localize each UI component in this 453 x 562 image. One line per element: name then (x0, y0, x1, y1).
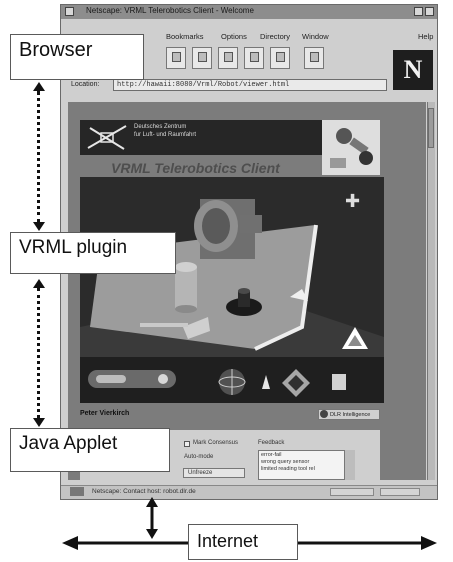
robot-illustration (322, 120, 380, 175)
reload-icon (198, 52, 207, 62)
toolbar-print-button[interactable] (244, 47, 264, 69)
menu-bookmarks[interactable]: Bookmarks (166, 32, 204, 41)
window-title: Netscape: VRML Telerobotics Client - Wel… (86, 6, 254, 15)
plugin-arrow-up (33, 279, 45, 288)
robot-arm-image (322, 120, 380, 175)
print-icon (250, 52, 259, 62)
vrml-scene[interactable]: ✚ (80, 177, 384, 403)
checkbox-label: Mark Consensus (193, 440, 239, 446)
status-indicator (380, 488, 420, 496)
netscape-logo: N (393, 50, 433, 90)
images-icon (224, 52, 233, 62)
scrollbar-thumb[interactable] (428, 108, 434, 148)
internet-label: Internet (188, 524, 298, 560)
status-progress (330, 488, 374, 496)
svg-text:✚: ✚ (345, 191, 360, 212)
window-menu-button[interactable] (65, 7, 74, 16)
author-name: Peter Vierkirch (80, 410, 130, 417)
menu-options[interactable]: Options (221, 32, 247, 41)
banner-line-2: fur Luft- und Raumfahrt (134, 132, 197, 138)
toolbar-stop-button[interactable] (304, 47, 324, 69)
feedback-line: limited reading tool rel (261, 466, 315, 472)
banner-line-1: Deutsches Zentrum (134, 124, 187, 130)
find-icon (276, 52, 285, 62)
vrml-viewport[interactable]: ✚ (80, 177, 384, 403)
vertical-scrollbar[interactable] (427, 102, 435, 480)
browser-arrow-up (33, 82, 45, 91)
maximize-button[interactable] (425, 7, 434, 16)
auto-mode-label: Auto-mode (184, 454, 214, 460)
dlr-badge: DLR Intelligence (318, 409, 380, 420)
feedback-line: wrong query sensor (261, 459, 310, 465)
browser-connector (37, 91, 40, 223)
stop-icon (310, 52, 319, 62)
status-text: Netscape: Contact host: robot.dlr.de (92, 488, 196, 495)
menu-window[interactable]: Window (302, 32, 329, 41)
location-input[interactable]: http://hawaii:8080/Vrml/Robot/viewer.htm… (113, 79, 387, 91)
banner-text: Deutsches Zentrum fur Luft- und Raumfahr… (134, 123, 196, 139)
java-applet-label: Java Applet (10, 428, 170, 472)
toolbar-home-button[interactable] (166, 47, 186, 69)
mark-consensus-checkbox[interactable] (184, 441, 190, 447)
internet-arrows (62, 497, 437, 550)
toolbar-images-button[interactable] (218, 47, 238, 69)
location-label: Location: (71, 81, 100, 88)
minimize-button[interactable] (414, 7, 423, 16)
browser-label: Browser (10, 34, 144, 80)
home-icon (172, 52, 181, 62)
vrml-plugin-label: VRML plugin (10, 232, 176, 274)
dlr-badge-icon (320, 410, 328, 418)
toolbar-reload-button[interactable] (192, 47, 212, 69)
mode-select[interactable]: Unfreeze (183, 468, 245, 478)
page-title: VRML Telerobotics Client (111, 160, 280, 176)
feedback-label: Feedback (258, 440, 285, 446)
textarea-scrollbar[interactable] (344, 450, 355, 480)
feedback-textarea[interactable]: error-fail wrong query sensor limited re… (258, 450, 355, 480)
menu-help[interactable]: Help (418, 32, 434, 41)
browser-arrow-down (33, 222, 45, 231)
plugin-arrow-down (33, 418, 45, 427)
menu-directory[interactable]: Directory (260, 32, 291, 41)
security-key-icon (70, 487, 84, 496)
feedback-line: error-fail (261, 452, 282, 458)
title-bar (61, 5, 437, 19)
plugin-connector (37, 288, 40, 418)
toolbar-find-button[interactable] (270, 47, 290, 69)
dlr-logo (84, 122, 130, 153)
